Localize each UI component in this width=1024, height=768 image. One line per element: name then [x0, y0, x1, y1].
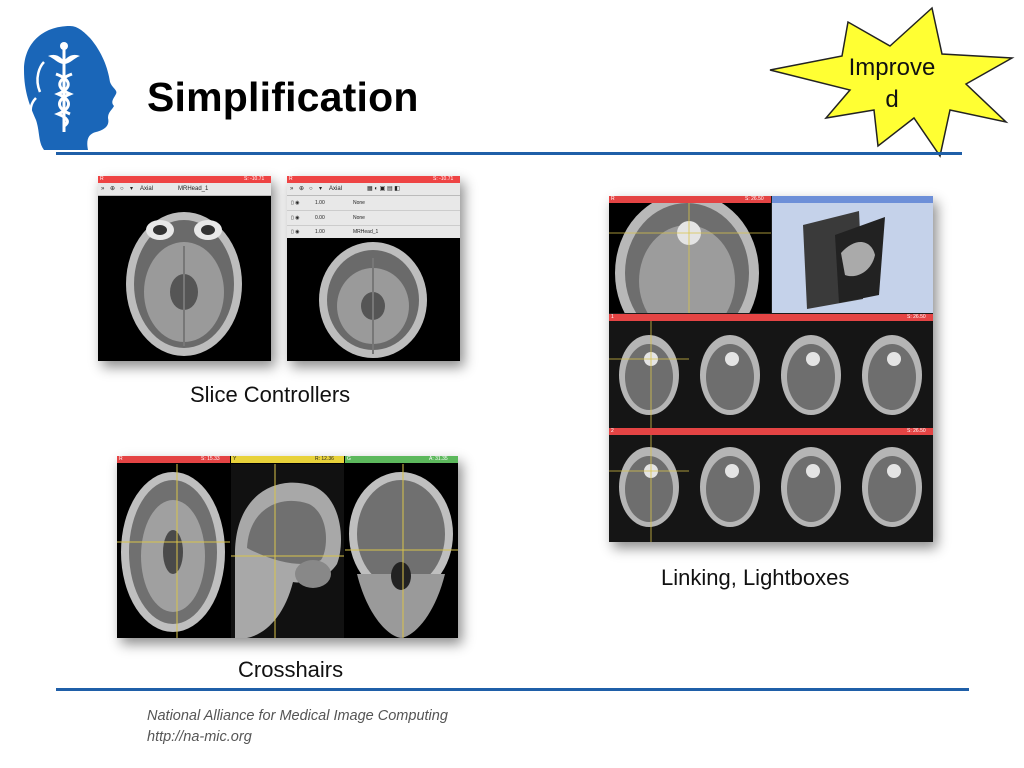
slice-offset: S: 26.50 [907, 428, 926, 434]
opacity-value[interactable]: 1.00 [315, 229, 325, 235]
namic-logo [18, 22, 124, 154]
linked-views [609, 203, 933, 313]
slice-offset: S: 26.50 [745, 196, 764, 202]
link-icon: ○ [309, 186, 313, 192]
view-label: 1 [611, 314, 614, 320]
link-icon: ○ [120, 186, 124, 192]
axial-mri-image [98, 196, 271, 361]
view-label: R [100, 176, 104, 182]
dropdown-icon: ▾ [130, 186, 134, 192]
red-slice-bar: R S: 15.33 [117, 456, 230, 463]
footer: National Alliance for Medical Image Comp… [147, 706, 448, 748]
footer-url[interactable]: http://na-mic.org [147, 729, 252, 745]
layer-row: ▯ ◉ 1.00 None [287, 196, 460, 211]
slice-controller-menu: » ⊕ ○ ▾ Axial ▦ ◐ ▣ ▤ ◧ [287, 183, 460, 196]
opacity-value[interactable]: 1.00 [315, 200, 325, 206]
pin-icon: ⊕ [110, 186, 116, 192]
green-slice-bar: G A: 31.35 [345, 456, 458, 463]
yellow-slice-bar: Y R: 12.36 [231, 456, 344, 463]
orientation-select[interactable]: Axial [329, 186, 343, 192]
red-slice-bar: R S: 26.50 [609, 196, 771, 203]
view-label: Y [233, 456, 237, 462]
improved-badge: Improve d [766, 6, 1020, 166]
pin-icon: ⊕ [299, 186, 305, 192]
view-label: G [347, 456, 351, 462]
lightbox-row-1 [609, 321, 933, 428]
caption-slice-controllers: Slice Controllers [190, 382, 351, 407]
slice-controller-bar: R S: -10.71 [98, 176, 271, 183]
slice-controller-screenshot-right: R S: -10.71 » ⊕ ○ ▾ Axial ▦ ◐ ▣ ▤ ◧ ▯ ◉ … [287, 176, 460, 361]
lightbox-row1-bar: 1 S: 26.50 [609, 314, 933, 321]
slice-controller-menu: » ⊕ ○ ▾ Axial MRHead_1 [98, 183, 271, 196]
slice-offset: S: -10.71 [244, 176, 265, 182]
dropdown-icon: ▾ [319, 186, 323, 192]
lightbox-row-2 [609, 435, 933, 542]
layer-volume-select[interactable]: None [353, 215, 365, 221]
layer-row: ▯ ◉ 0.00 None [287, 211, 460, 226]
starburst-icon [769, 6, 1015, 158]
slice-offset: S: -10.71 [433, 176, 454, 182]
caption-linking-lightboxes: Linking, Lightboxes [661, 565, 850, 590]
caption-crosshairs: Crosshairs [238, 657, 344, 682]
badge-text-line1: Improve [848, 54, 936, 81]
crosshairs-screenshot: R S: 15.33 Y R: 12.36 G A: 31.35 [117, 456, 458, 638]
crosshair-views [117, 464, 458, 638]
view-label: 2 [611, 428, 614, 434]
slice-offset: S: 26.50 [907, 314, 926, 320]
axial-mri-image [287, 238, 460, 361]
bottom-divider [56, 688, 969, 691]
opacity-value[interactable]: 0.00 [315, 215, 325, 221]
3d-view-bar [772, 196, 933, 203]
orientation-select[interactable]: Axial [140, 186, 154, 192]
view-label: R [611, 196, 615, 202]
view-label: R [119, 456, 123, 462]
slice-offset: R: 12.36 [315, 456, 334, 462]
layer-volume-select[interactable]: MRHead_1 [353, 229, 379, 235]
footer-organization: National Alliance for Medical Image Comp… [147, 708, 448, 724]
layer-row: ▯ ◉ 1.00 MRHead_1 [287, 226, 460, 239]
linking-lightbox-screenshot: R S: 26.50 1 S: 26.50 2 S: 26.50 [609, 196, 933, 542]
layer-volume-select[interactable]: None [353, 200, 365, 206]
slice-controller-bar: R S: -10.71 [287, 176, 460, 183]
slice-controller-screenshot-left: R S: -10.71 » ⊕ ○ ▾ Axial MRHead_1 [98, 176, 271, 361]
toolbar-icons: ▦ ◐ ▣ ▤ ◧ [367, 186, 400, 192]
volume-select[interactable]: MRHead_1 [178, 186, 209, 192]
page-title: Simplification [147, 74, 419, 120]
badge-text-line2: d [885, 86, 899, 113]
slice-offset: A: 31.35 [429, 456, 448, 462]
top-divider [56, 152, 962, 155]
slice-offset: S: 15.33 [201, 456, 220, 462]
lightbox-row2-bar: 2 S: 26.50 [609, 428, 933, 435]
view-label: R [289, 176, 293, 182]
layer-controls: ▯ ◉ 1.00 None ▯ ◉ 0.00 None ▯ ◉ 1.00 MRH… [287, 196, 460, 238]
